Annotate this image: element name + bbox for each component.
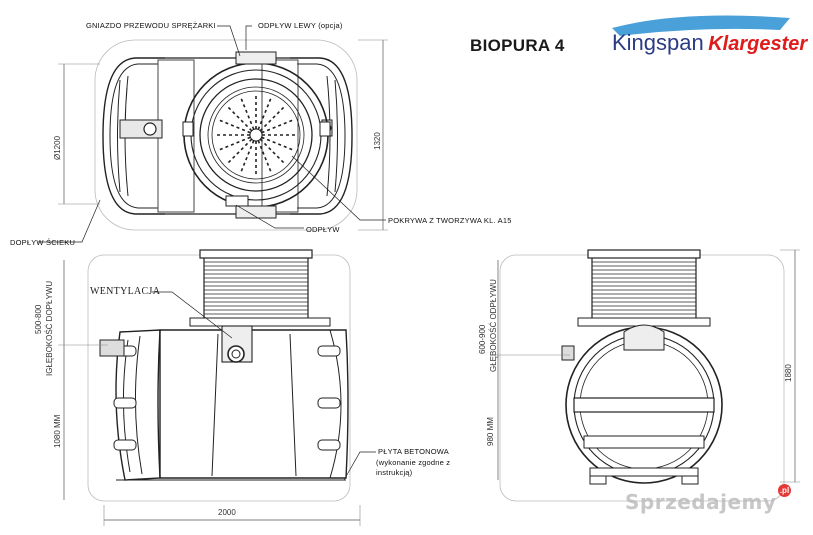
dim-diameter: Ø1200 (53, 135, 62, 160)
dim-inlet-depth-range: 500-800 (34, 304, 43, 334)
label-ventilation: WENTYLACJA (90, 286, 161, 297)
top-view-ground-outline (94, 39, 358, 231)
label-inlet: DOPŁYW ŚCIEKU (10, 238, 76, 247)
dim-total-height: 1880 (784, 364, 793, 382)
top-view-left-end (102, 57, 165, 215)
dim-outlet-depth-range: 600-900 (478, 324, 487, 354)
ventilation-socket (227, 345, 245, 363)
label-compressor-socket: GNIAZDO PRZEWODU SPRĘŻARKI (86, 21, 216, 30)
watermark-text: Sprzedajemy (625, 490, 777, 514)
label-slab-note-1: (wykonanie zgodne z (376, 458, 451, 467)
label-left-outlet: ODPŁYW LEWY (opcja) (258, 21, 343, 30)
dim-length: 2000 (218, 508, 236, 517)
dim-top-width: 1320 (373, 132, 382, 150)
dim-outlet-depth-caption: GŁĘBOKOŚĆ ODPŁYWU (489, 279, 498, 372)
top-view-right-end (290, 57, 353, 215)
label-concrete-slab: PŁYTA BETONOWA (378, 447, 450, 456)
dim-side-height: 1080 MM (53, 414, 62, 448)
brand-secondary: Klargester (708, 33, 808, 55)
page-title: BIOPURA 4 (470, 36, 565, 55)
side-view-tank-body (157, 329, 349, 479)
end-view (494, 249, 800, 502)
brand-swoosh (612, 15, 790, 36)
side-view (58, 249, 376, 526)
label-outlet: ODPŁYW (306, 225, 340, 234)
cover-grate (216, 95, 296, 175)
watermark-badge: .pl (778, 484, 791, 497)
top-view (38, 25, 388, 243)
brand-logo: Kingspan Klargester (612, 30, 807, 56)
brand-primary: Kingspan (612, 30, 704, 55)
dim-end-height: 980 MM (486, 417, 495, 446)
label-slab-note-2: instrukcją) (376, 468, 413, 477)
label-cover: POKRYWA Z TWORZYWA KL. A15 (388, 216, 512, 225)
side-view-riser (203, 251, 309, 321)
dim-inlet-depth-caption: IGŁĘBOKOŚĆ DOPŁYWU (45, 280, 54, 376)
end-view-riser (591, 251, 697, 321)
